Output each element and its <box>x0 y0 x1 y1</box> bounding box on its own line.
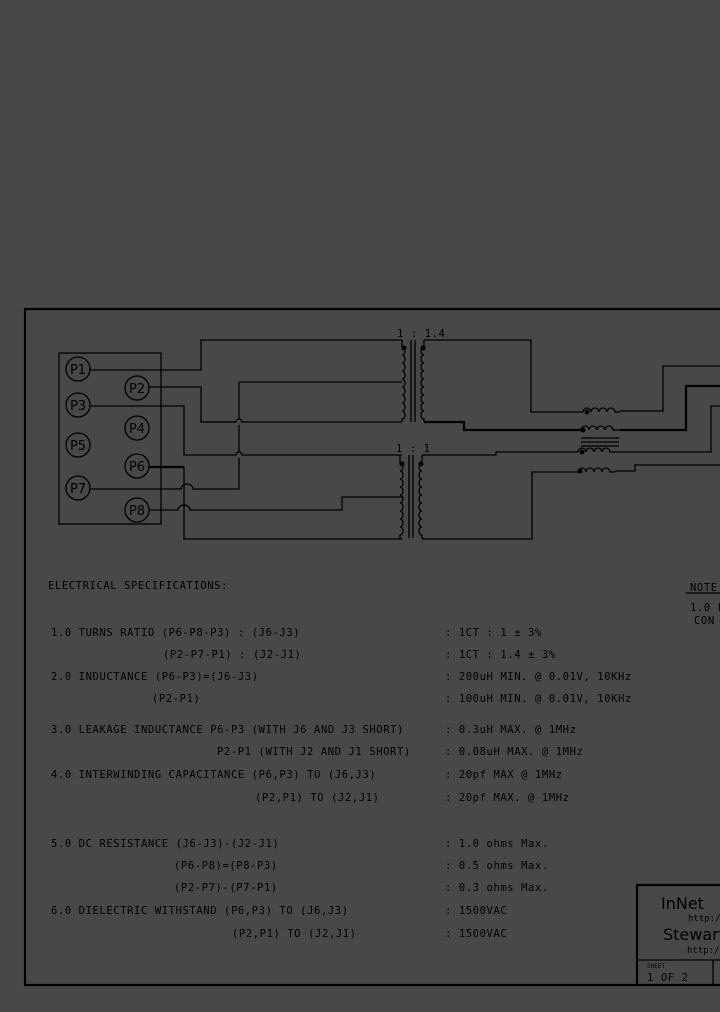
pin-label: P7 <box>70 482 86 497</box>
spec-label: (P2-P7-P1) : (J2-J1) <box>163 649 301 661</box>
spec-label: P2-P1 (WITH J2 AND J1 SHORT) <box>217 746 411 758</box>
pin-p1: P1 <box>65 356 91 382</box>
spec-value: : 200uH MIN. @ 0.01V, 10KHz <box>445 671 632 683</box>
pin-p6: P6 <box>124 453 150 479</box>
note-text: CON <box>694 615 715 627</box>
spec-label: 5.0 DC RESISTANCE (J6-J3)-(J2-J1) <box>51 838 279 850</box>
spec-label: (P2-P1) <box>152 693 200 705</box>
turns-ratio-label: 1 : 1 <box>396 443 431 455</box>
notes-heading: NOTE <box>690 582 718 594</box>
spec-label: 2.0 INDUCTANCE (P6-P3)=(J6-J3) <box>51 671 259 683</box>
spec-value: : 1CT : 1.4 ± 3% <box>445 649 556 661</box>
company-url: http:/ <box>688 914 720 924</box>
notes: NOTE 1.0 F CON <box>686 582 720 627</box>
common-mode-choke <box>422 339 720 540</box>
pin-p7: P7 <box>65 475 91 501</box>
pin-p5: P5 <box>65 432 91 458</box>
pin-label: P5 <box>70 439 86 454</box>
spec-value: : 0.08uH MAX. @ 1MHz <box>445 746 583 758</box>
spec-label: (P6-P8)=(P8-P3) <box>174 860 278 872</box>
specs-heading: ELECTRICAL SPECIFICATIONS: <box>48 580 228 592</box>
transformer-1: 1 : 1.4 <box>397 328 445 422</box>
pin-label: P8 <box>129 504 145 519</box>
pin-p8: P8 <box>124 497 150 523</box>
company-name: Stewart <box>663 925 720 944</box>
spec-label: 6.0 DIELECTRIC WITHSTAND (P6,P3) TO (J6,… <box>51 905 349 917</box>
transformer-2: 1 : 1 <box>396 443 431 539</box>
turns-ratio-label: 1 : 1.4 <box>397 328 445 340</box>
pin-label: P4 <box>129 422 145 437</box>
spec-label: (P2,P1) TO (J2,J1) <box>255 792 380 804</box>
spec-label: 4.0 INTERWINDING CAPACITANCE (P6,P3) TO … <box>51 769 376 781</box>
spec-value: : 0.5 ohms Max. <box>445 860 549 872</box>
pin-p4: P4 <box>124 415 150 441</box>
spec-value: : 1500VAC <box>445 905 507 917</box>
connector: P1 P2 P3 P4 P5 P6 P7 P8 <box>58 352 162 525</box>
spec-value: : 1.0 ohms Max. <box>445 838 549 850</box>
pin-label: P3 <box>70 399 86 414</box>
note-text: 1.0 F <box>690 602 720 614</box>
title-block: InNet http:/ Stewart http:/ SHEET 1 OF 2 <box>635 883 720 985</box>
spec-value: : 20pf MAX @ 1MHz <box>445 769 563 781</box>
pin-label: P1 <box>70 363 86 378</box>
spec-value: : 0.3 ohms Max. <box>445 882 549 894</box>
pin-p3: P3 <box>65 392 91 418</box>
pin-label: P6 <box>129 460 145 475</box>
company-name: InNet <box>661 894 704 913</box>
spec-value: : 0.3uH MAX. @ 1MHz <box>445 724 577 736</box>
spec-label: 1.0 TURNS RATIO (P6-P8-P3) : (J6-J3) <box>51 627 300 639</box>
spec-value: : 20pf MAX. @ 1MHz <box>445 792 570 804</box>
connector-body <box>58 352 162 525</box>
spec-label: 3.0 LEAKAGE INDUCTANCE P6-P3 (WITH J6 AN… <box>51 724 404 736</box>
spec-label: (P2,P1) TO (J2,J1) <box>232 928 357 940</box>
spec-value: : 1CT : 1 ± 3% <box>445 627 542 639</box>
spec-label: (P2-P7)-(P7-P1) <box>174 882 278 894</box>
sheet-value: 1 OF 2 <box>647 972 689 984</box>
pin-label: P2 <box>129 382 145 397</box>
wires-primary <box>90 339 402 540</box>
company-url: http:/ <box>687 946 720 956</box>
spec-value: : 100uH MIN. @ 0.01V, 10KHz <box>445 693 632 705</box>
sheet-label: SHEET <box>647 963 665 970</box>
spec-value: : 1500VAC <box>445 928 507 940</box>
electrical-specifications: ELECTRICAL SPECIFICATIONS: 1.0 TURNS RAT… <box>48 580 632 940</box>
pin-p2: P2 <box>124 375 150 401</box>
drawing-border <box>23 307 720 987</box>
